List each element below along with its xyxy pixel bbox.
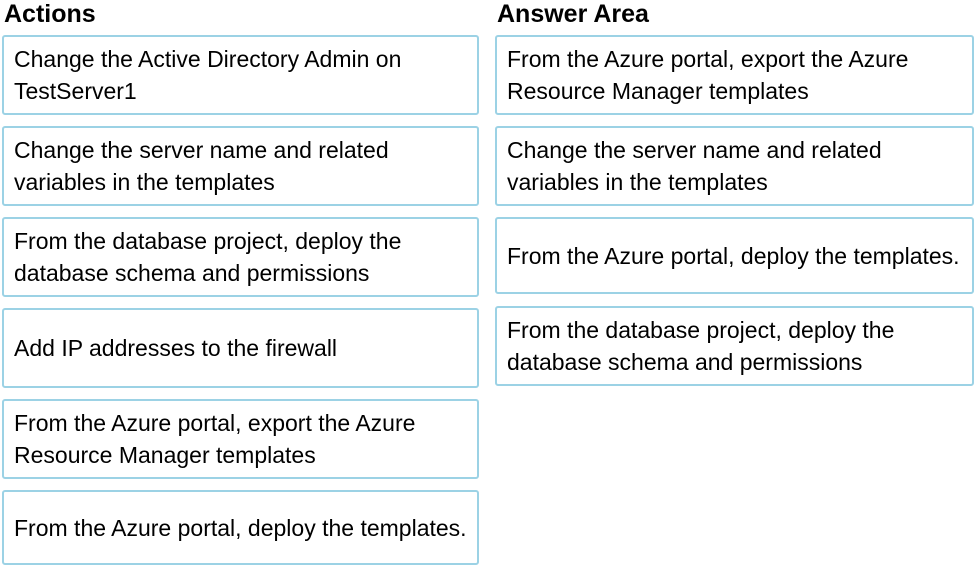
action-item-deploy-templates[interactable]: From the Azure portal, deploy the templa…	[2, 490, 479, 565]
answer-item-label: Change the server name and related varia…	[507, 137, 882, 195]
action-item-label: From the Azure portal, export the Azure …	[14, 410, 416, 468]
action-item-label: Add IP addresses to the firewall	[14, 335, 338, 361]
answer-item-label: From the database project, deploy the da…	[507, 317, 895, 375]
action-item-change-server-name[interactable]: Change the server name and related varia…	[2, 126, 479, 206]
answer-area-title: Answer Area	[497, 0, 649, 28]
answer-item-step1-export-arm-templates[interactable]: From the Azure portal, export the Azure …	[495, 35, 974, 115]
action-item-deploy-schema[interactable]: From the database project, deploy the da…	[2, 217, 479, 297]
actions-title: Actions	[4, 0, 96, 28]
action-item-label: From the database project, deploy the da…	[14, 228, 402, 286]
action-item-change-ad-admin[interactable]: Change the Active Directory Admin on Tes…	[2, 35, 479, 115]
action-item-label: From the Azure portal, deploy the templa…	[14, 514, 467, 541]
action-item-add-ip-firewall[interactable]: Add IP addresses to the firewall	[2, 308, 479, 388]
actions-column: Actions Change the Active Directory Admi…	[2, 0, 479, 565]
answer-item-label: From the Azure portal, deploy the templa…	[507, 242, 960, 269]
action-item-label: Change the server name and related varia…	[14, 137, 389, 195]
answer-item-step2-change-server-name[interactable]: Change the server name and related varia…	[495, 126, 974, 206]
answer-area-column: Answer Area From the Azure portal, expor…	[495, 0, 974, 397]
action-item-label: Change the Active Directory Admin on Tes…	[14, 46, 402, 104]
answer-item-step3-deploy-templates[interactable]: From the Azure portal, deploy the templa…	[495, 217, 974, 294]
answer-item-step4-deploy-schema[interactable]: From the database project, deploy the da…	[495, 306, 974, 386]
answer-item-label: From the Azure portal, export the Azure …	[507, 46, 909, 104]
action-item-export-arm-templates[interactable]: From the Azure portal, export the Azure …	[2, 399, 479, 479]
